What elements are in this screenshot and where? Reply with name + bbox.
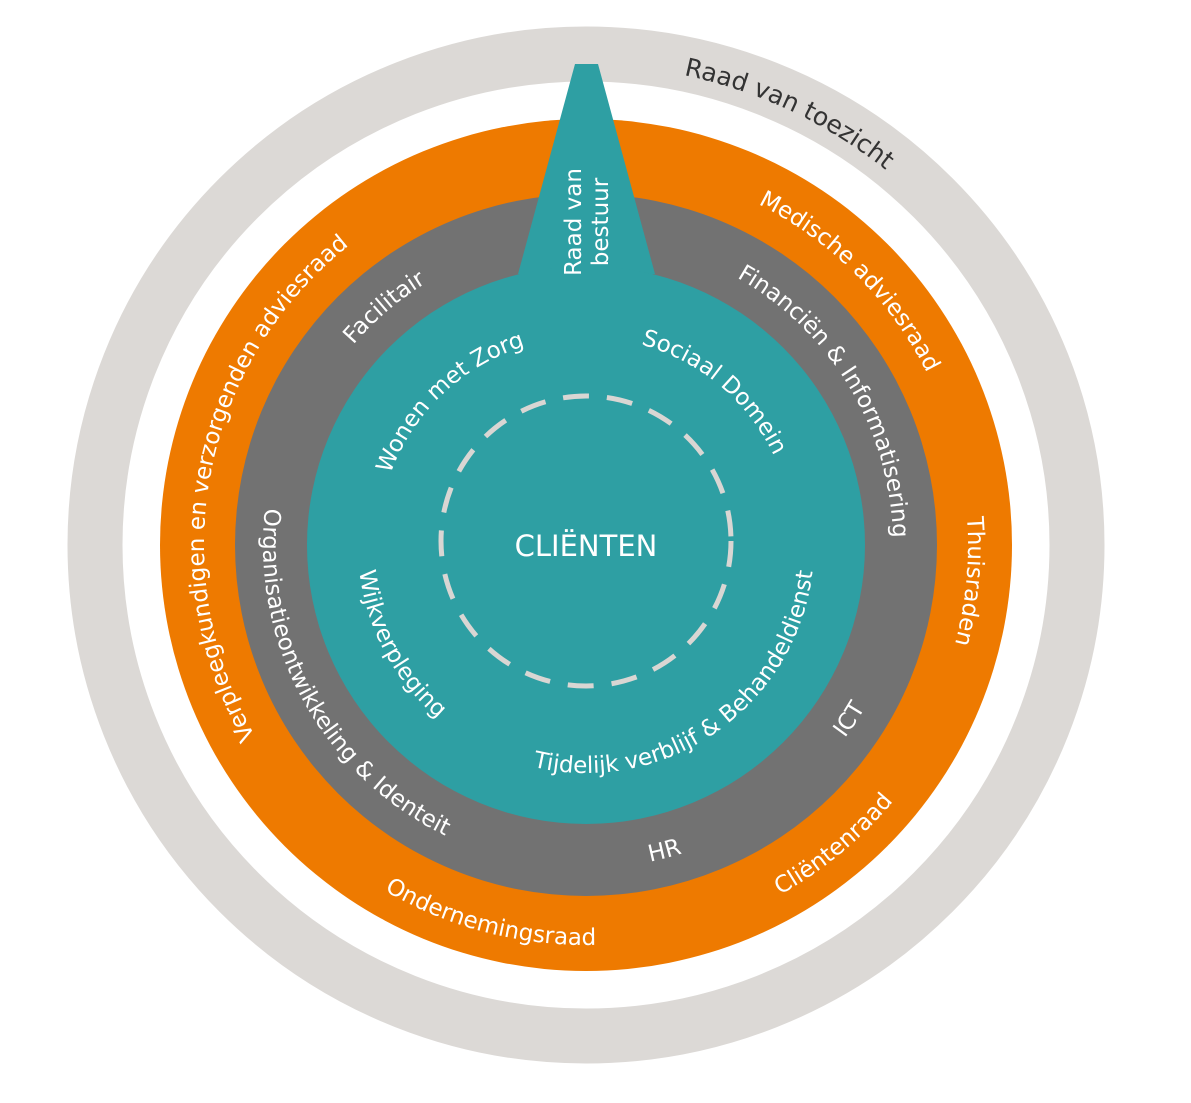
outer-ring-supervisory-board bbox=[67, 26, 1105, 1064]
clients-dashed-circle bbox=[438, 393, 734, 689]
core-circle bbox=[307, 266, 865, 824]
label-clienten: CLIËNTEN bbox=[515, 529, 658, 563]
label-raad-van-bestuur-line1: Raad van bbox=[561, 168, 587, 276]
label-raad-van-bestuur-line2: bestuur bbox=[588, 177, 614, 266]
board-spike bbox=[518, 64, 655, 274]
